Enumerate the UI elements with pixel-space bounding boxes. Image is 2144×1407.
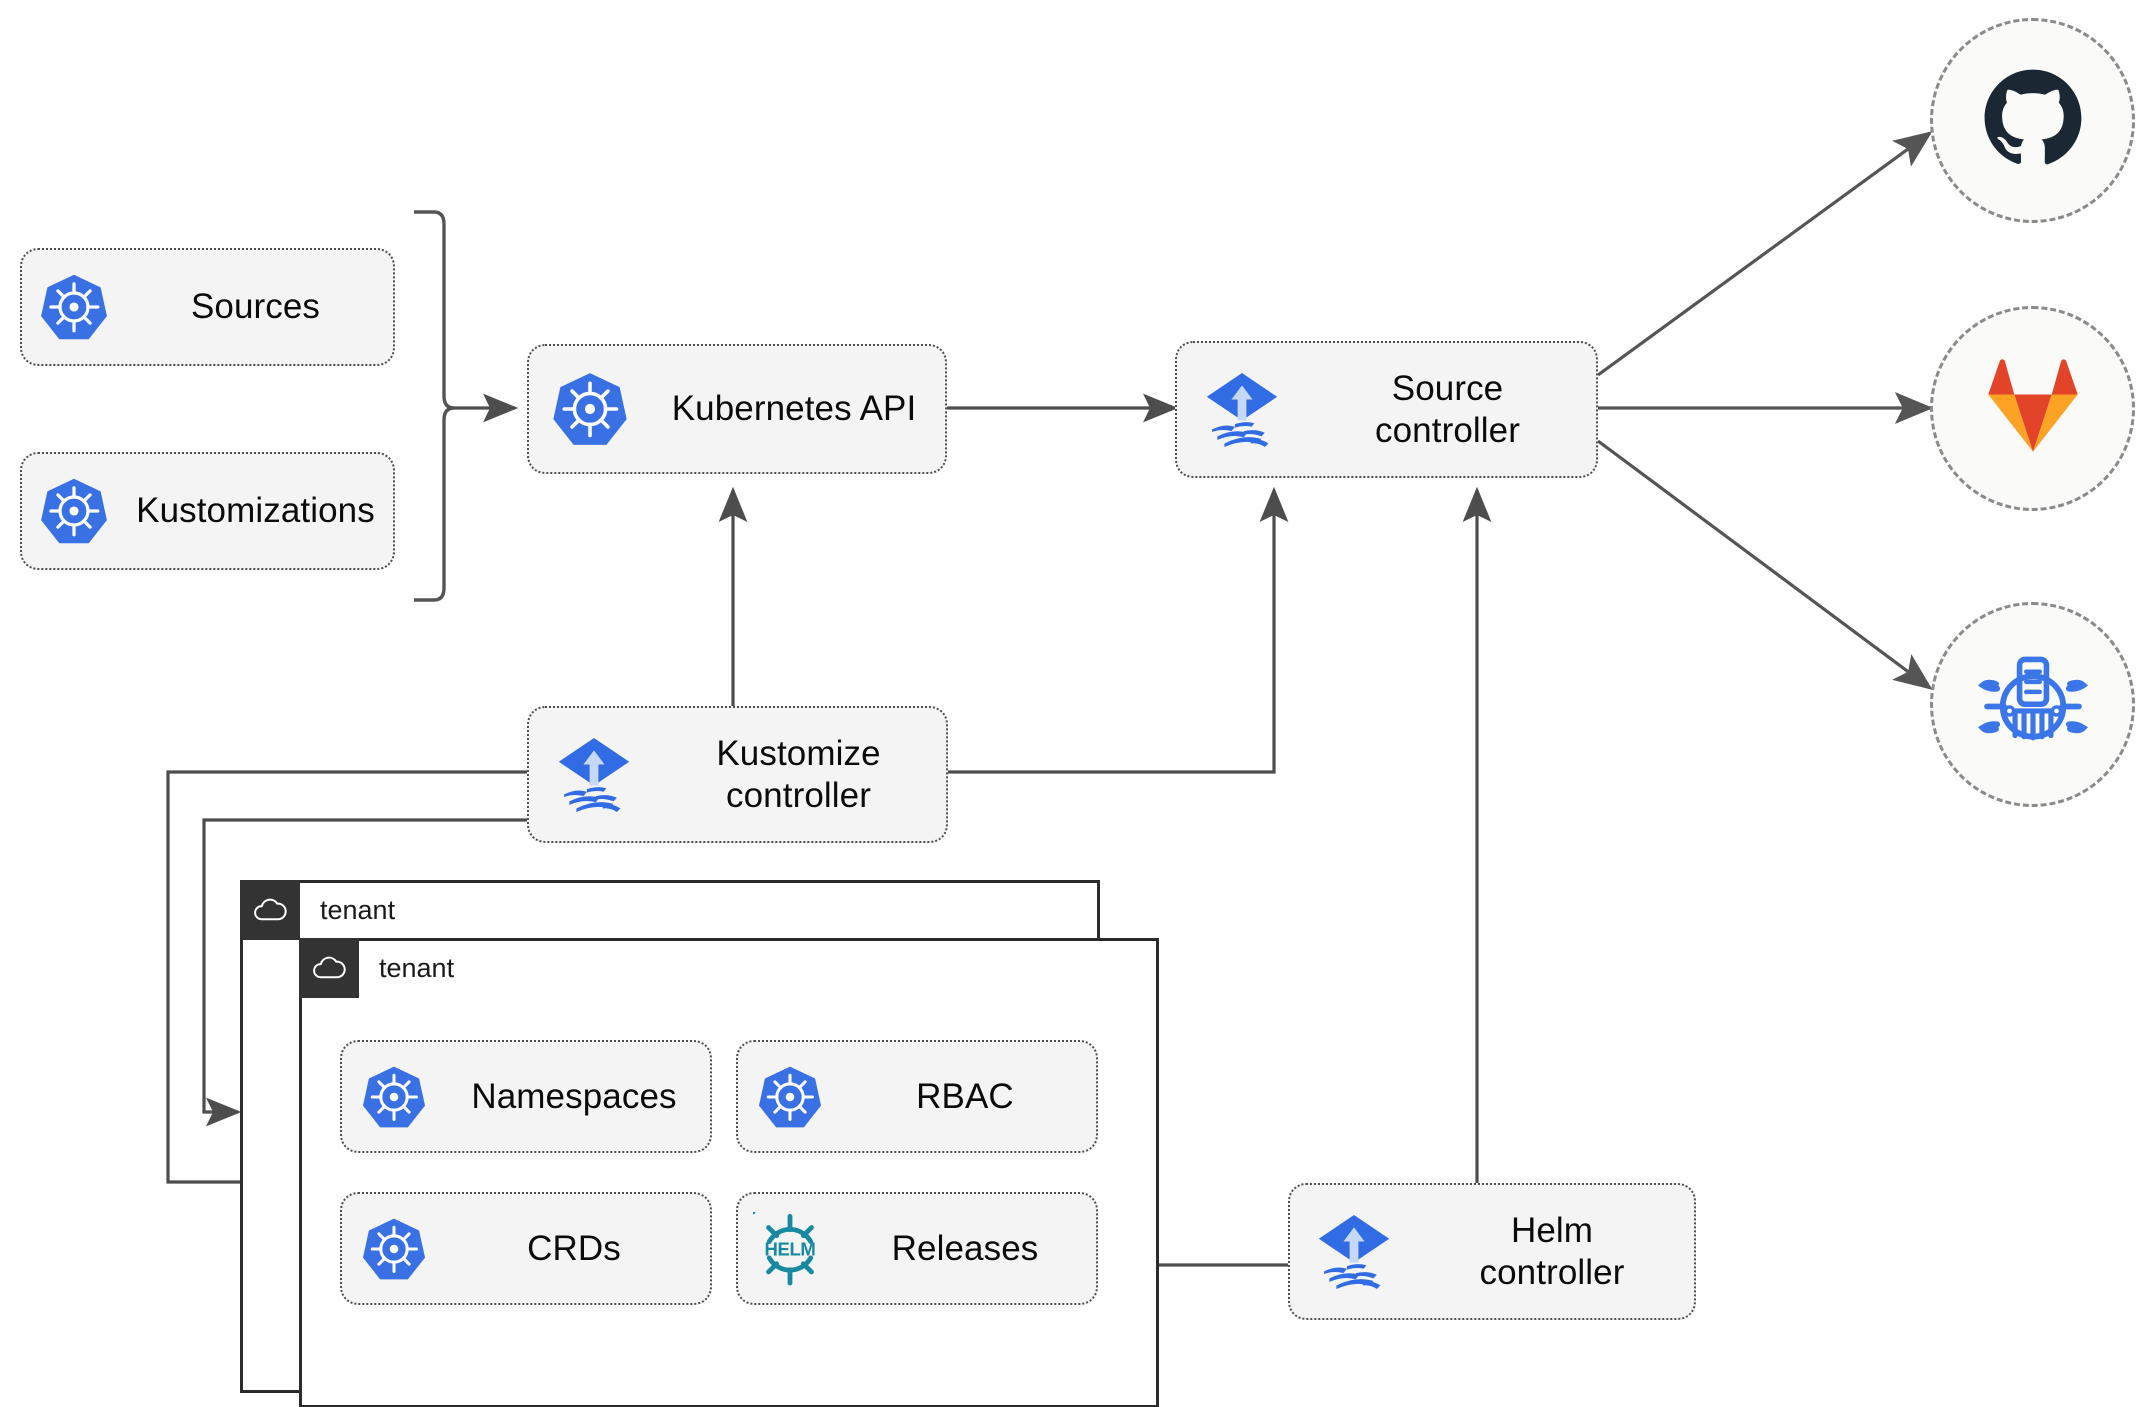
kubernetes-icon [529,370,651,448]
flux-icon [529,731,659,819]
kubernetes-icon [738,1064,842,1130]
tenant-header: tenant [299,938,454,998]
node-crds[interactable]: CRDs [340,1192,712,1305]
github-icon [1978,63,2088,178]
helm-repository-icon [1977,646,2089,763]
flux-icon [1177,366,1307,454]
node-sources[interactable]: Sources [20,248,395,366]
node-namespaces[interactable]: Namespaces [340,1040,712,1153]
cloud-icon [299,938,359,998]
tenant-label: tenant [379,952,455,983]
node-label: Kustomize controller [716,734,881,815]
tenant-group-inner: tenant [299,938,1159,1407]
helm-icon: HELM [738,1211,842,1286]
node-label: Namespaces [471,1076,677,1116]
kubernetes-icon [22,272,126,342]
node-helm-controller[interactable]: Helm controller [1288,1183,1696,1320]
node-rbac[interactable]: RBAC [736,1040,1098,1153]
flux-icon [1290,1208,1418,1296]
node-source-controller[interactable]: Source controller [1175,341,1598,478]
kubernetes-icon [342,1064,446,1130]
node-label: Sources [190,287,321,327]
external-source-github[interactable] [1930,18,2135,223]
tenant-header: tenant [240,880,395,940]
gitlab-icon [1981,356,2085,461]
node-label: CRDs [527,1228,621,1268]
tenant-label: tenant [320,894,396,925]
external-source-gitlab[interactable] [1930,306,2135,511]
node-label: Helm controller [1479,1211,1625,1292]
external-source-helm-repository[interactable] [1930,602,2135,807]
svg-text:HELM: HELM [765,1238,816,1259]
node-releases[interactable]: HELM Releases [736,1192,1098,1305]
node-label: Source controller [1375,369,1520,450]
node-label: Releases [891,1228,1039,1268]
kubernetes-icon [22,476,126,546]
kubernetes-icon [342,1216,446,1282]
cloud-icon [240,880,300,940]
node-kustomizations[interactable]: Kustomizations [20,452,395,570]
node-label: Kubernetes API [671,389,917,429]
node-label: RBAC [916,1076,1014,1116]
node-label: Kustomizations [136,491,375,531]
node-kustomize-controller[interactable]: Kustomize controller [527,706,948,843]
node-kubernetes-api[interactable]: Kubernetes API [527,344,947,474]
